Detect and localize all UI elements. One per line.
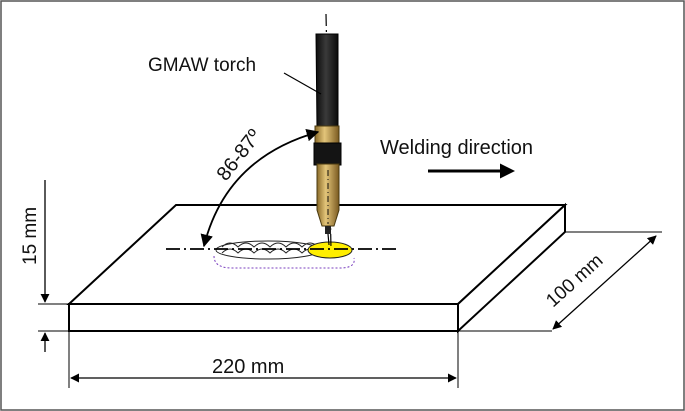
width-dimension	[458, 231, 662, 332]
thickness-dimension	[38, 180, 69, 352]
torch-label: GMAW torch	[148, 55, 256, 76]
angle-arc	[200, 129, 320, 248]
length-label: 220 mm	[212, 356, 284, 378]
contact-tip	[325, 226, 331, 234]
torch-collar	[314, 125, 340, 145]
plate-front-face	[68, 303, 459, 332]
electrode-wire	[327, 233, 330, 246]
torch-leader	[283, 72, 322, 95]
weld-pool	[307, 241, 353, 259]
thickness-label: 15 mm	[20, 207, 41, 265]
gmaw-torch	[313, 33, 342, 246]
length-dimension	[68, 331, 459, 388]
torch-band	[313, 142, 342, 166]
welding-direction-label: Welding direction	[380, 137, 533, 159]
torch-cable	[315, 33, 339, 129]
